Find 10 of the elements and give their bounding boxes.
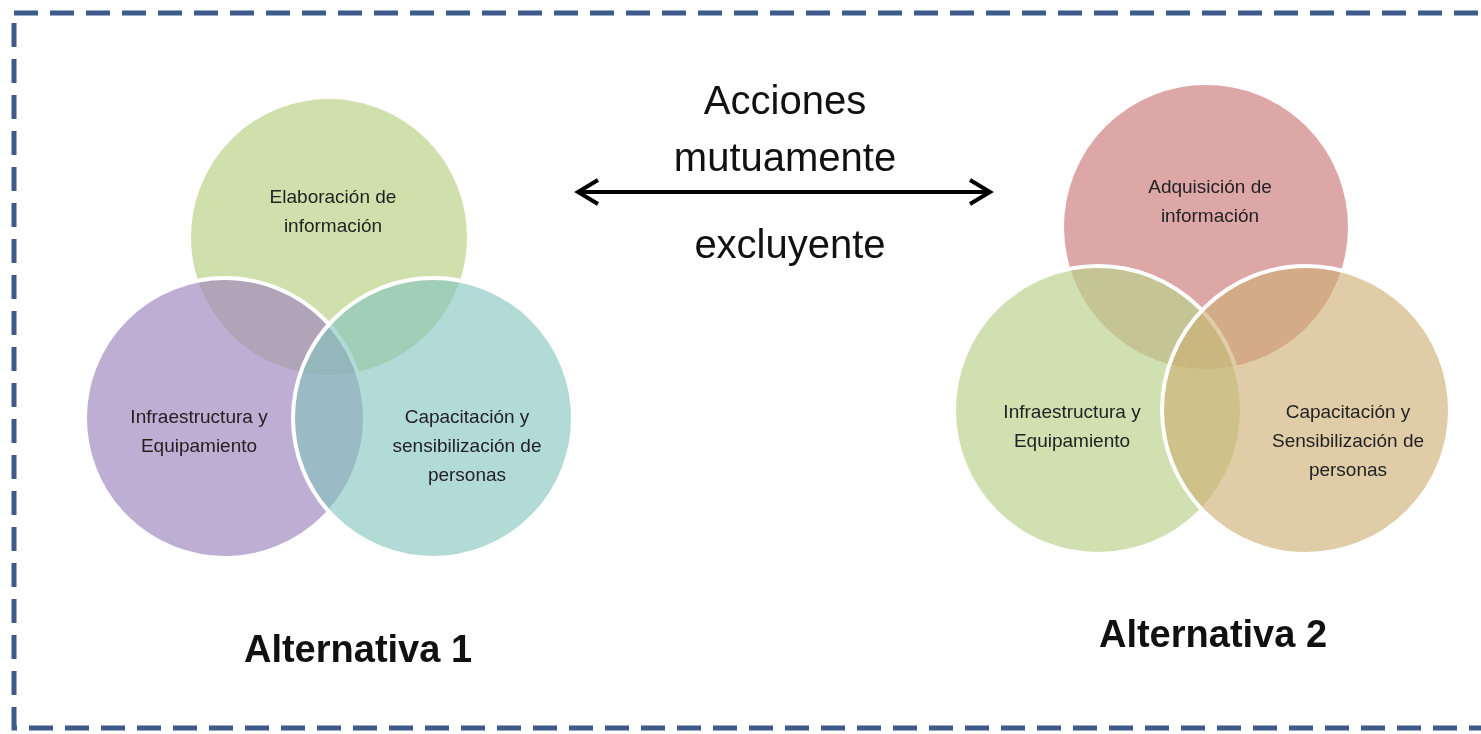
alternative-title: Alternativa 2 [1097, 613, 1329, 656]
arrow-caption: excluyente [693, 222, 887, 267]
arrow-caption: Acciones mutuamente [672, 77, 898, 181]
circle-label: Adquisición de información [1147, 175, 1273, 228]
alternative-title: Alternativa 1 [242, 628, 474, 671]
circle-label: Elaboración de información [268, 185, 398, 238]
circle-label: Capacitación y sensibilización de personas [391, 405, 543, 487]
circle-label: Infraestructura y Equipamiento [1002, 400, 1142, 453]
circle-label: Infraestructura y Equipamiento [129, 405, 269, 458]
circle-label: Capacitación y Sensibilización de personas [1270, 400, 1426, 482]
